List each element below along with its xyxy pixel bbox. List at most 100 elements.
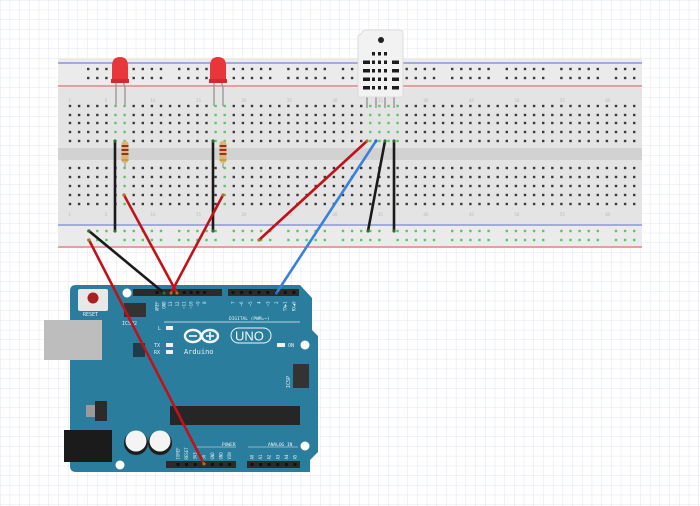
breadboard-hole[interactable] [514,139,518,143]
rail-hole[interactable] [578,238,581,242]
breadboard-hole[interactable] [241,130,245,134]
rail-hole[interactable] [250,238,254,242]
breadboard-hole[interactable] [205,130,208,134]
rail-hole[interactable] [487,229,490,233]
breadboard-hole[interactable] [569,202,572,206]
breadboard-hole[interactable] [460,193,463,197]
breadboard-hole[interactable] [305,104,308,108]
breadboard-hole[interactable] [469,193,472,197]
rail-hole[interactable] [305,76,308,80]
rail-hole[interactable] [96,238,99,242]
rail-hole[interactable] [514,229,518,233]
breadboard-hole[interactable] [241,104,245,108]
breadboard-hole[interactable] [569,184,572,188]
breadboard-hole[interactable] [623,193,627,197]
wire-ground-rail[interactable] [87,229,166,295]
breadboard-hole[interactable] [360,130,363,134]
breadboard-hole[interactable] [68,130,72,134]
rail-hole[interactable] [87,76,90,80]
breadboard-hole[interactable] [287,193,290,197]
breadboard-hole[interactable] [396,175,399,179]
breadboard-hole[interactable] [178,130,181,134]
breadboard-hole[interactable] [569,139,572,143]
breadboard-hole[interactable] [241,202,245,206]
rail-hole[interactable] [478,67,481,71]
breadboard-hole[interactable] [633,139,636,143]
breadboard-hole[interactable] [178,184,181,188]
breadboard-hole[interactable] [478,175,481,179]
wire-endpoint[interactable] [366,229,370,233]
breadboard-hole[interactable] [296,193,299,197]
rail-hole[interactable] [478,76,481,80]
breadboard-hole[interactable] [523,121,527,125]
breadboard-hole[interactable] [232,130,235,134]
rail-hole[interactable] [360,238,363,242]
breadboard-hole[interactable] [396,139,399,143]
breadboard-hole[interactable] [287,130,290,134]
rail-hole[interactable] [505,229,508,233]
breadboard-hole[interactable] [314,202,317,206]
breadboard-hole[interactable] [496,202,499,206]
breadboard-hole[interactable] [250,121,254,125]
breadboard-hole[interactable] [241,175,245,179]
breadboard-hole[interactable] [87,139,90,143]
breadboard-hole[interactable] [214,193,217,197]
breadboard-hole[interactable] [214,175,217,179]
rail-hole[interactable] [350,229,354,233]
rail-hole[interactable] [405,238,408,242]
breadboard-hole[interactable] [633,166,636,170]
breadboard-hole[interactable] [623,166,627,170]
breadboard-hole[interactable] [332,130,336,134]
breadboard-hole[interactable] [314,104,317,108]
breadboard-hole[interactable] [623,175,627,179]
breadboard-hole[interactable] [259,193,263,197]
breadboard-hole[interactable] [278,166,281,170]
rail-hole[interactable] [396,238,399,242]
wire-sensor-vcc[interactable] [257,139,369,242]
breadboard-hole[interactable] [332,184,336,188]
breadboard-hole[interactable] [414,139,417,143]
breadboard-hole[interactable] [141,184,144,188]
rail-hole[interactable] [159,76,163,80]
breadboard-hole[interactable] [405,193,408,197]
breadboard-hole[interactable] [614,113,618,117]
breadboard-hole[interactable] [405,104,408,108]
rail-hole[interactable] [542,229,545,233]
breadboard-hole[interactable] [614,104,618,108]
header-pin[interactable] [231,291,235,294]
breadboard-hole[interactable] [77,104,81,108]
breadboard-hole[interactable] [323,104,326,108]
breadboard-hole[interactable] [423,113,427,117]
rail-hole[interactable] [150,76,154,80]
wire-5v-rail[interactable] [87,238,206,466]
breadboard-hole[interactable] [205,113,208,117]
breadboard-hole[interactable] [178,139,181,143]
wire-led2-signal[interactable] [169,193,225,295]
breadboard-hole[interactable] [578,202,581,206]
rail-hole[interactable] [414,229,417,233]
breadboard-hole[interactable] [287,121,290,125]
rail-hole[interactable] [414,67,417,71]
rail-hole[interactable] [569,67,572,71]
rail-hole[interactable] [150,67,154,71]
rail-hole[interactable] [460,238,463,242]
red-led[interactable] [111,57,129,106]
breadboard-hole[interactable] [405,130,408,134]
breadboard-hole[interactable] [259,175,263,179]
reset-button-cap[interactable] [87,292,99,304]
breadboard-hole[interactable] [405,139,408,143]
breadboard-hole[interactable] [360,121,363,125]
breadboard-hole[interactable] [469,166,472,170]
wire-sensor-data[interactable] [275,139,378,295]
breadboard-hole[interactable] [150,139,154,143]
breadboard-hole[interactable] [259,130,263,134]
breadboard-hole[interactable] [451,184,454,188]
breadboard-hole[interactable] [542,166,545,170]
breadboard-hole[interactable] [523,113,527,117]
breadboard-hole[interactable] [532,175,536,179]
breadboard-hole[interactable] [432,113,436,117]
rail-hole[interactable] [250,229,254,233]
breadboard-hole[interactable] [141,166,144,170]
breadboard-hole[interactable] [478,193,481,197]
breadboard-hole[interactable] [469,104,472,108]
